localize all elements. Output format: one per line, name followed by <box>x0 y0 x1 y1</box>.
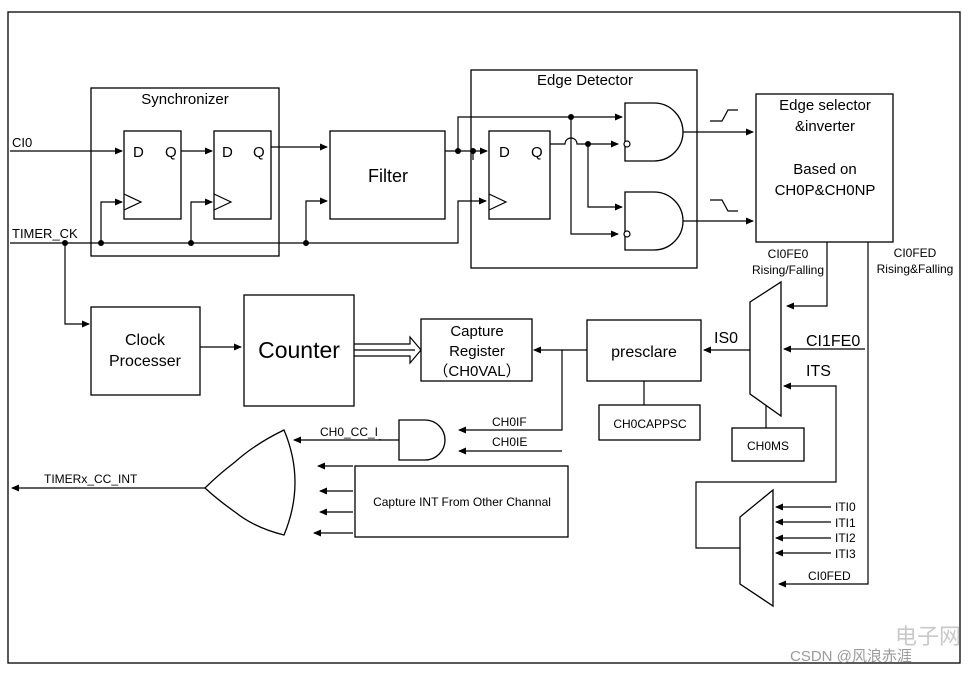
edge-detector-block <box>470 69 698 269</box>
clock-processer-block <box>90 306 201 396</box>
ff1-q-label: Q <box>165 144 177 161</box>
ff3-clock-icon <box>488 193 508 211</box>
synchronizer-label: Synchronizer <box>141 91 229 108</box>
watermark-credit: CSDN @风浪赤涯 <box>790 648 912 665</box>
timer-ck-wire <box>10 197 487 244</box>
other-channel-label: Capture INT From Other Channal <box>373 495 551 509</box>
d-to-and2-wire <box>570 117 619 238</box>
filter-clk-wire <box>305 197 328 243</box>
junction-dot <box>98 240 104 246</box>
junction-dot <box>188 240 194 246</box>
sync-flipflop-2 <box>213 130 272 220</box>
watermark-site: 电子网 <box>895 624 961 649</box>
its-label: ITS <box>806 363 831 380</box>
capture-register-block <box>420 318 533 382</box>
ff3-q-wire <box>550 137 619 148</box>
and-gate-falling <box>624 191 684 251</box>
edge-detector-label: Edge Detector <box>537 72 633 89</box>
presclare-label: presclare <box>611 344 677 361</box>
is0-label: IS0 <box>714 330 738 347</box>
iti3-label: ITI3 <box>835 547 856 561</box>
falling-edge-icon <box>710 199 738 212</box>
input-select-mux <box>749 280 782 418</box>
ch0ms-block <box>731 427 805 462</box>
junction-dot <box>568 114 574 120</box>
ci0fed-mux-label: CI0FED <box>808 569 851 583</box>
and-gate-rising <box>624 102 684 162</box>
iti0-label: ITI0 <box>835 500 856 514</box>
capture-register-label-1: Capture <box>450 323 503 340</box>
ch0capppsc-label: CH0CAPPSC <box>613 417 687 431</box>
edge-selector-label-3: Based on <box>793 161 856 178</box>
filter-to-and1-wire <box>457 113 623 151</box>
filter-block <box>329 130 446 220</box>
clock-processer-wire <box>64 243 90 328</box>
filter-label: Filter <box>368 166 408 186</box>
ff3-q-label: Q <box>531 144 543 161</box>
ci0fed-wire <box>778 242 869 588</box>
timer-ck-label: TIMER_CK <box>12 226 78 241</box>
clock-processer-label-2: Processer <box>109 353 182 370</box>
ff3-d-label: D <box>499 144 510 161</box>
rising-edge-icon <box>710 109 738 122</box>
edge-selector-label-1: Edge selector <box>779 97 871 114</box>
other-channel-block <box>354 465 569 538</box>
ci0-label: CI0 <box>12 135 32 150</box>
ci1fe0-label: CI1FE0 <box>806 333 860 350</box>
ff1-clock-icon <box>123 193 143 211</box>
its-feedback-wire <box>695 466 837 549</box>
invert-bubble <box>623 140 631 148</box>
ci0fed-label: CI0FED <box>894 246 937 260</box>
iti2-label: ITI2 <box>835 531 856 545</box>
q-to-and2-wire <box>587 144 623 211</box>
ff2-q-label: Q <box>253 144 265 161</box>
ff1-d-label: D <box>133 144 144 161</box>
ch0-cc-i-label: CH0_CC_I <box>320 425 378 439</box>
ci0fe0-label: CI0FE0 <box>768 247 809 261</box>
edge-flipflop <box>488 130 551 220</box>
ch0ms-label: CH0MS <box>747 439 789 453</box>
edge-selector-block <box>755 93 894 243</box>
timerx-cc-int-label: TIMERx_CC_INT <box>44 472 138 486</box>
edge-selector-label-2: &inverter <box>795 118 855 135</box>
ch0ie-label: CH0IE <box>492 435 527 449</box>
capture-register-label-3: （CH0VAL） <box>433 363 520 380</box>
ci0fed-mode-label: Rising&Falling <box>877 262 954 276</box>
ch0-cc-i-wire <box>379 439 399 441</box>
ch0if-wire <box>458 350 563 434</box>
outer-frame <box>7 11 961 664</box>
counter-label: Counter <box>258 337 340 363</box>
ci0fe0-mode-label: Rising/Falling <box>752 263 824 277</box>
ff2-d-label: D <box>222 144 233 161</box>
iti1-label: ITI1 <box>835 516 856 530</box>
ci0fe0-wire <box>786 242 828 310</box>
interrupt-or-gate <box>204 429 296 536</box>
its-wire <box>783 382 837 466</box>
ff2-clk-wire <box>190 198 213 243</box>
ch0if-label: CH0IF <box>492 415 527 429</box>
sync-flipflop-1 <box>123 130 182 220</box>
ff1-clk-wire <box>100 198 123 243</box>
synchronizer-block <box>90 87 280 257</box>
edge-selector-label-4: CH0P&CH0NP <box>775 182 876 199</box>
capture-register-label-2: Register <box>449 343 505 360</box>
junction-dot <box>303 240 309 246</box>
clock-processer-label-1: Clock <box>125 332 166 349</box>
ff2-clock-icon <box>213 193 233 211</box>
ch0-cc-and-gate <box>398 419 446 461</box>
trigger-select-mux <box>739 488 774 608</box>
ch0capppsc-block <box>598 404 701 441</box>
invert-bubble <box>623 230 631 238</box>
